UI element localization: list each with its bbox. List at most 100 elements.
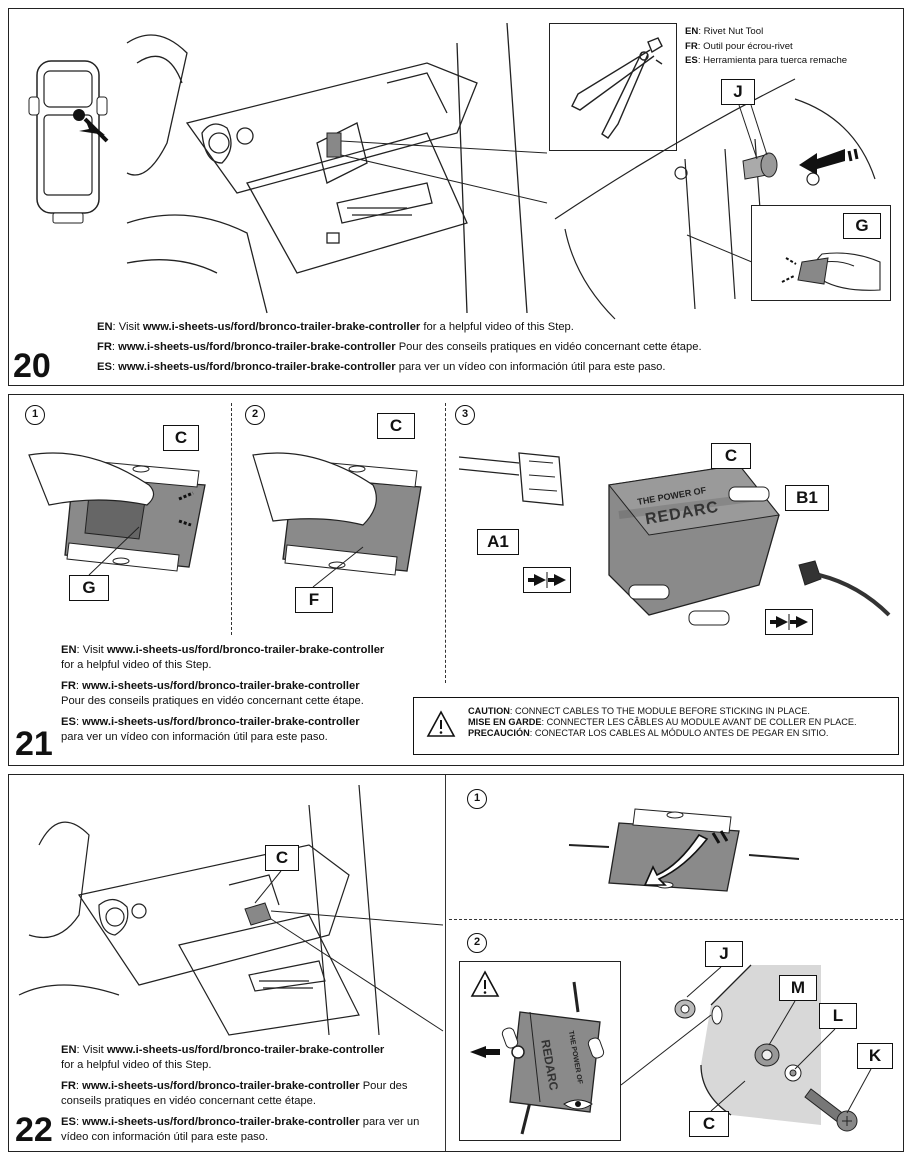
step20-es-post: para ver un vídeo con información útil p… xyxy=(395,361,666,373)
caution-fr-text: : CONNECTER LES CÂBLES AU MODULE AVANT D… xyxy=(541,717,857,727)
step-number-21: 21 xyxy=(15,725,53,763)
module-press-illustration xyxy=(252,452,422,576)
step-number-20: 20 xyxy=(13,347,51,385)
step21-es-code: ES xyxy=(61,716,76,728)
module-side-view-illustration xyxy=(470,981,605,1135)
label-k-step22: K xyxy=(857,1043,893,1069)
module-connector-illustration xyxy=(458,452,891,626)
step-number-22: 22 xyxy=(15,1111,53,1149)
step20-fr-code: FR xyxy=(97,341,112,353)
tool-en-code: EN xyxy=(685,26,699,37)
label-l-step22: L xyxy=(819,1003,857,1029)
substep-2-marker-step22: 2 xyxy=(467,933,487,953)
step20-fr-post: Pour des conseils pratiques en vidéo con… xyxy=(395,341,702,353)
dashboard-module-location-illustration xyxy=(18,784,444,1036)
label-f-leader xyxy=(312,546,364,588)
caution-fr-head: MISE EN GARDE xyxy=(468,717,542,727)
caution-text: CAUTION: CONNECT CABLES TO THE MODULE BE… xyxy=(468,706,900,739)
step22-fr-post: Pour des conseils pratiques en vidéo con… xyxy=(61,1080,408,1107)
connect-symbol-left xyxy=(523,567,571,593)
dashboard-interior-illustration xyxy=(126,22,548,314)
label-c-sub1: C xyxy=(163,425,199,451)
tool-fr-code: FR xyxy=(685,40,698,52)
caution-en-text: : CONNECT CABLES TO THE MODULE BEFORE ST… xyxy=(509,706,810,716)
step22-es-post: para ver un vídeo con información útil p… xyxy=(61,1116,420,1143)
caution-es-head: PRECAUCIÓN xyxy=(468,728,530,738)
module-orientation-inset: THE POWER OF REDARC xyxy=(459,961,621,1141)
tool-es-text: Herramienta para tuerca remache xyxy=(703,55,848,66)
tool-name-list: EN: Rivet Nut Tool FR: Outil pour écrou-… xyxy=(685,26,848,66)
step22-fr-url[interactable]: www.i-sheets-us/ford/bronco-trailer-brak… xyxy=(82,1080,360,1092)
caution-en-head: CAUTION xyxy=(468,706,510,716)
step22-en-code: EN xyxy=(61,1044,77,1056)
rivet-tool-inset xyxy=(549,23,677,151)
step21-en-url[interactable]: www.i-sheets-us/ford/bronco-trailer-brak… xyxy=(106,644,385,656)
step20-fr-url[interactable]: www.i-sheets-us/ford/bronco-trailer-brak… xyxy=(118,341,396,353)
hand-wipe-illustration xyxy=(781,252,881,291)
step20-es-url[interactable]: www.i-sheets-us/ford/bronco-trailer-brak… xyxy=(118,361,396,373)
substep-3-marker: 3 xyxy=(455,405,475,425)
label-c-sub3: C xyxy=(711,443,751,469)
connect-arrows-icon xyxy=(770,614,808,630)
step-22-panel: C EN: Visit www.i-sheets-us/ford/bronco-… xyxy=(8,774,904,1152)
substep-2-marker: 2 xyxy=(245,405,265,425)
label-f-sub2: F xyxy=(295,587,333,613)
step21-en-code: EN xyxy=(61,644,77,656)
label-c-step22-main: C xyxy=(265,845,299,871)
substep-1-marker-step22: 1 xyxy=(467,789,487,809)
step22-text-block: EN: Visit www.i-sheets-us/ford/bronco-tr… xyxy=(61,1043,441,1145)
label-m-step22: M xyxy=(779,975,817,1001)
warning-triangle-icon xyxy=(470,970,500,997)
step22-en-url[interactable]: www.i-sheets-us/ford/bronco-trailer-brak… xyxy=(106,1044,385,1056)
substep-divider-2 xyxy=(445,403,446,683)
label-g-sub1: G xyxy=(69,575,109,601)
substep-1-marker: 1 xyxy=(25,405,45,425)
step22-en-post: for a helpful video of this Step. xyxy=(61,1059,212,1071)
step20-en-code: EN xyxy=(97,321,113,333)
step21-text-block: EN: Visit www.i-sheets-us/ford/bronco-tr… xyxy=(61,643,431,745)
label-j-step22: J xyxy=(705,941,743,967)
label-j-step20: J xyxy=(721,79,755,105)
tool-es-code: ES xyxy=(685,55,698,66)
step22-divider xyxy=(445,775,446,1151)
label-g-step20: G xyxy=(843,213,881,239)
step-21-panel: 1 2 3 C G C F xyxy=(8,394,904,766)
step21-fr-code: FR xyxy=(61,680,76,692)
step21-en-post: for a helpful video of this Step. xyxy=(61,659,212,671)
step20-en-post: for a helpful video of this Step. xyxy=(420,321,574,333)
step21-es-url[interactable]: www.i-sheets-us/ford/bronco-trailer-brak… xyxy=(82,716,360,728)
substep-divider-1 xyxy=(231,403,232,635)
label-c-step22-detail: C xyxy=(689,1111,729,1137)
module-apply-illustration xyxy=(568,808,800,892)
label-c-leader xyxy=(254,870,282,904)
step22-en-pre: Visit xyxy=(82,1044,107,1056)
substep-divider-step22 xyxy=(449,919,903,920)
vehicle-top-view-illustration xyxy=(28,60,109,224)
connect-symbol-right xyxy=(765,609,813,635)
label-g-leader xyxy=(88,526,140,576)
caution-box: CAUTION: CONNECT CABLES TO THE MODULE BE… xyxy=(413,697,899,755)
adhesive-wipe-inset xyxy=(751,205,891,301)
rivet-insertion-detail xyxy=(554,78,876,320)
step21-en-pre: Visit xyxy=(82,644,107,656)
step21-fr-url[interactable]: www.i-sheets-us/ford/bronco-trailer-brak… xyxy=(82,680,360,692)
tool-fr-text: Outil pour écrou-rivet xyxy=(703,40,793,52)
step22-es-code: ES xyxy=(61,1116,76,1128)
step20-text-block: EN: Visit www.i-sheets-us/ford/bronco-tr… xyxy=(97,321,702,373)
g-inset-leader xyxy=(686,234,760,266)
label-c-sub2: C xyxy=(377,413,415,439)
step20-en-url[interactable]: www.i-sheets-us/ford/bronco-trailer-brak… xyxy=(142,321,421,333)
step20-es-code: ES xyxy=(97,361,112,373)
label-a1-sub3: A1 xyxy=(477,529,519,555)
caution-es-text: : CONECTAR LOS CABLES AL MÓDULO ANTES DE… xyxy=(529,728,829,738)
module-peel-film-illustration xyxy=(28,452,206,572)
step21-fr-post: Pour des conseils pratiques en vidéo con… xyxy=(61,695,364,707)
warning-triangle-icon xyxy=(426,710,456,737)
step22-fr-code: FR xyxy=(61,1080,76,1092)
hardware-label-leaders xyxy=(686,966,872,1114)
label-j-leader xyxy=(738,104,768,160)
step22-es-url[interactable]: www.i-sheets-us/ford/bronco-trailer-brak… xyxy=(82,1116,360,1128)
rivet-nut-tool-icon xyxy=(571,37,663,139)
step-20-panel: EN: Rivet Nut Tool FR: Outil pour écrou-… xyxy=(8,8,904,386)
step20-en-pre: Visit xyxy=(118,321,143,333)
